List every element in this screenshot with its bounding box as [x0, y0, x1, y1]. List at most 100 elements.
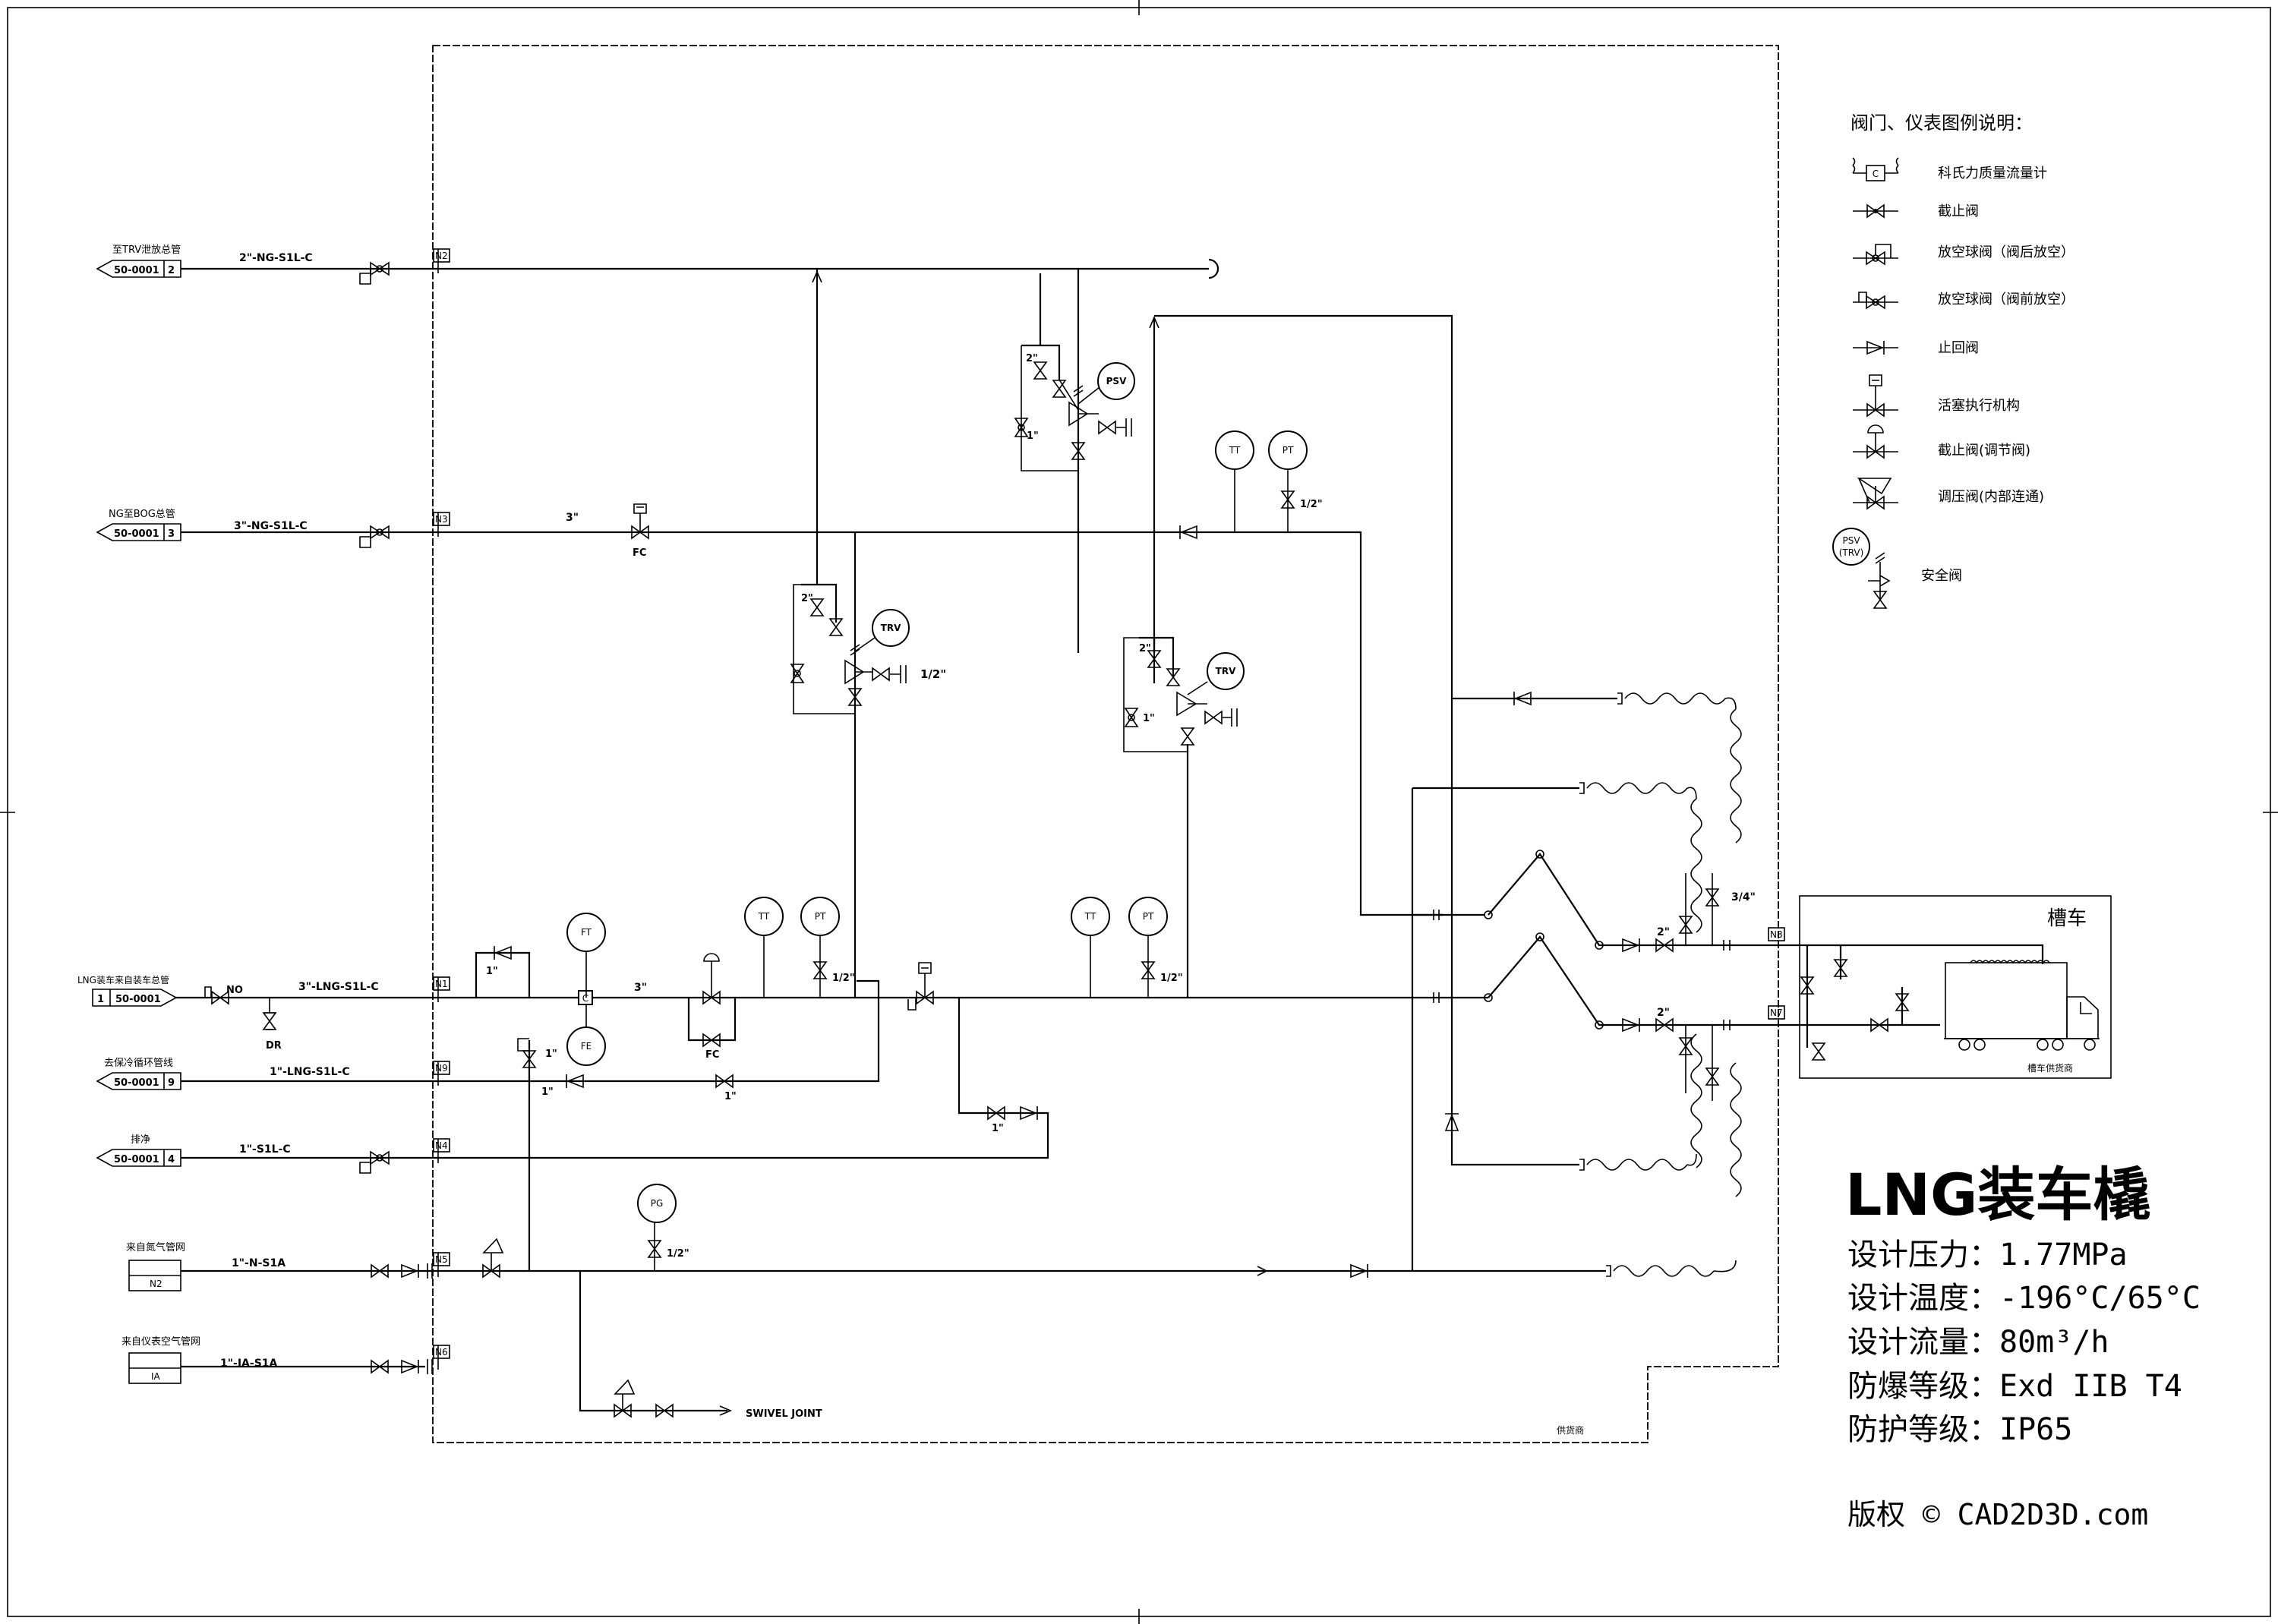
title-main: LNG装车橇 [1845, 1161, 2150, 1228]
svg-text:NG至BOG总管: NG至BOG总管 [109, 509, 175, 520]
svg-text:1/2": 1/2" [667, 1248, 689, 1260]
svg-text:排净: 排净 [131, 1134, 150, 1146]
svg-text:3": 3" [634, 982, 647, 994]
svg-text:3"-LNG-S1L-C: 3"-LNG-S1L-C [298, 981, 379, 993]
terminal-n4: 排净 50-0001 4 1"-S1L-C [96, 1134, 291, 1167]
svg-text:N4: N4 [435, 1140, 448, 1151]
terminal-n2: 至TRV泄放总管 50-0001 2 2"-NG-S1L-C [96, 244, 313, 278]
svg-text:1": 1" [1027, 430, 1039, 442]
svg-text:1/2": 1/2" [1160, 973, 1183, 984]
svg-text:N9: N9 [435, 1063, 448, 1074]
valves [204, 262, 1909, 1417]
svg-text:1"-S1L-C: 1"-S1L-C [239, 1143, 291, 1156]
psv-assembly [1014, 273, 1135, 471]
svg-text:设计流量：80m³/h: 设计流量：80m³/h [1847, 1325, 2109, 1360]
svg-text:50-0001: 50-0001 [114, 265, 159, 276]
svg-text:至TRV泄放总管: 至TRV泄放总管 [112, 244, 181, 256]
svg-text:FC: FC [705, 1049, 719, 1061]
instrument-taps [585, 469, 1289, 1271]
svg-text:2": 2" [1657, 926, 1670, 938]
svg-text:1"-LNG-S1L-C: 1"-LNG-S1L-C [270, 1066, 350, 1078]
svg-text:N7: N7 [1770, 1008, 1783, 1018]
svg-text:9: 9 [168, 1077, 175, 1089]
svg-text:IA: IA [151, 1371, 161, 1382]
trv-assembly-2 [1123, 636, 1245, 752]
svg-text:2": 2" [801, 593, 813, 604]
flanges [1433, 910, 1731, 1030]
svg-text:调压阀(内部连通): 调压阀(内部连通) [1938, 489, 2044, 505]
ft-tag: FT [581, 927, 592, 938]
svg-text:2": 2" [1026, 353, 1038, 364]
svg-text:去保冷循环管线: 去保冷循环管线 [104, 1058, 173, 1069]
svg-text:LNG装车来自装车总管: LNG装车来自装车总管 [77, 974, 169, 985]
svg-text:TRV: TRV [1216, 666, 1236, 676]
svg-text:槽车: 槽车 [2047, 907, 2087, 930]
svg-text:C: C [582, 993, 588, 1004]
swivel-label: SWIVEL JOINT [746, 1408, 822, 1420]
svg-text:截止阀: 截止阀 [1938, 203, 1979, 219]
title-block: LNG装车橇 设计压力：1.77MPa 设计温度：-196°C/65°C 设计流… [1845, 1161, 2201, 1531]
svg-text:安全阀: 安全阀 [1921, 568, 1962, 584]
svg-text:2": 2" [1657, 1007, 1670, 1019]
svg-text:3/4": 3/4" [1731, 891, 1756, 903]
svg-text:活塞执行机构: 活塞执行机构 [1938, 398, 2020, 414]
tanker-box: 槽车 槽车供货商 [1799, 895, 2112, 1079]
svg-text:50-0001: 50-0001 [114, 1154, 159, 1165]
svg-text:N3: N3 [435, 514, 448, 525]
svg-text:1": 1" [992, 1123, 1004, 1134]
svg-text:TT: TT [1229, 445, 1241, 456]
fe-tag: FE [581, 1041, 592, 1052]
svg-text:FC: FC [633, 547, 646, 559]
terminal-n1: LNG装车来自装车总管 1 50-0001 3"-LNG-S1L-C [77, 974, 379, 1007]
svg-text:50-0001: 50-0001 [114, 528, 159, 540]
svg-text:N5: N5 [435, 1254, 448, 1265]
svg-text:1": 1" [486, 966, 498, 977]
svg-text:设计温度：-196°C/65°C: 设计温度：-196°C/65°C [1847, 1281, 2201, 1316]
svg-text:1": 1" [545, 1049, 557, 1060]
svg-text:TT: TT [758, 911, 770, 922]
svg-text:来自氮气管网: 来自氮气管网 [126, 1241, 185, 1253]
svg-text:N6: N6 [435, 1347, 448, 1358]
svg-text:1"-IA-S1A: 1"-IA-S1A [220, 1358, 278, 1370]
svg-text:2": 2" [1139, 643, 1151, 654]
trv-assembly-1 [790, 531, 910, 714]
svg-text:1/2": 1/2" [832, 973, 855, 984]
svg-text:放空球阀（阀前放空）: 放空球阀（阀前放空） [1938, 292, 2074, 307]
svg-text:放空球阀（阀后放空）: 放空球阀（阀后放空） [1938, 244, 2074, 260]
svg-text:NO: NO [226, 985, 243, 996]
svg-text:TT: TT [1084, 911, 1096, 922]
svg-text:50-0001: 50-0001 [115, 994, 161, 1005]
psv-tag: PSV [1106, 376, 1127, 386]
instruments: FT FE C TT PT TT PT TT PT PG PSV TRV TRV [566, 376, 1308, 1223]
piping [176, 258, 2044, 1416]
svg-text:N2: N2 [435, 251, 448, 261]
svg-text:1": 1" [541, 1086, 554, 1098]
legend: 阀门、仪表图例说明： C 科氏力质量流量计 截止阀 放空球阀（阀后放空） 放空球… [1832, 112, 2074, 609]
swivel-joints [1484, 850, 1604, 1030]
svg-text:4: 4 [168, 1154, 175, 1165]
svg-text:PSV: PSV [1842, 535, 1860, 546]
svg-text:PT: PT [815, 911, 826, 922]
terminal-n6: 来自仪表空气管网 IA 1"-IA-S1A [121, 1335, 278, 1384]
svg-text:来自仪表空气管网: 来自仪表空气管网 [121, 1335, 200, 1348]
svg-text:3: 3 [168, 528, 175, 540]
svg-text:1": 1" [1143, 713, 1155, 724]
svg-text:PT: PT [1283, 445, 1294, 456]
trv-tag: TRV [881, 623, 901, 633]
svg-text:1"-N-S1A: 1"-N-S1A [232, 1257, 286, 1269]
svg-text:C: C [1873, 169, 1879, 179]
terminal-n5: 来自氮气管网 N2 1"-N-S1A [126, 1241, 286, 1291]
svg-text:PG: PG [651, 1198, 664, 1209]
svg-text:2: 2 [168, 265, 175, 276]
svg-text:DR: DR [266, 1040, 282, 1052]
svg-text:3": 3" [566, 512, 579, 524]
svg-text:2"-NG-S1L-C: 2"-NG-S1L-C [239, 252, 313, 264]
svg-text:50-0001: 50-0001 [114, 1077, 159, 1089]
svg-text:N2: N2 [150, 1279, 162, 1289]
terminal-n9: 去保冷循环管线 50-0001 9 1"-LNG-S1L-C [96, 1058, 350, 1090]
svg-text:1/2": 1/2" [920, 667, 946, 681]
skid-boundary [432, 45, 1779, 1443]
terminal-n3: NG至BOG总管 50-0001 3 3"-NG-S1L-C [96, 509, 308, 541]
svg-text:截止阀(调节阀): 截止阀(调节阀) [1938, 443, 2030, 459]
hoses [1579, 692, 1742, 1277]
